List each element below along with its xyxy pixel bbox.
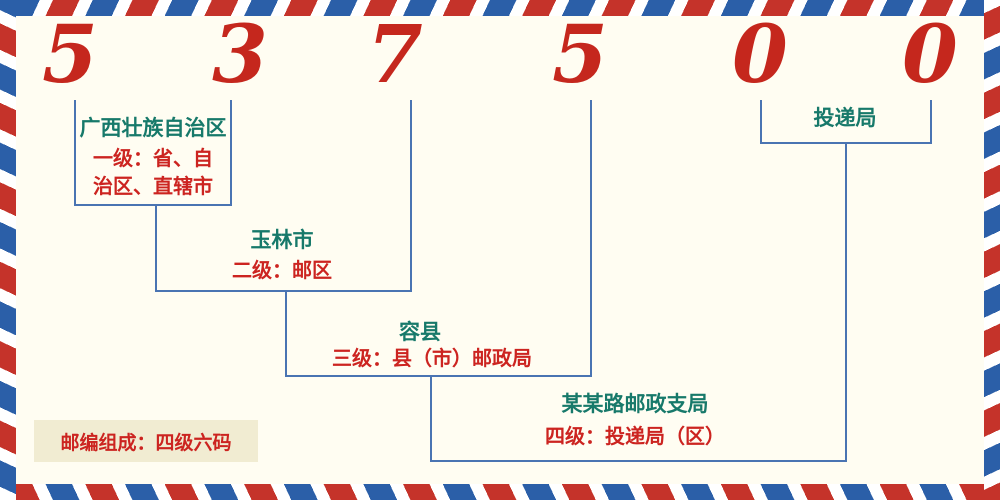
line-digit2-drop	[230, 100, 232, 206]
airmail-border-bottom	[0, 484, 1000, 500]
bracket3-bottom	[285, 375, 592, 377]
level4-desc: 四级：投递局（区）	[545, 424, 725, 448]
airmail-border-top	[0, 0, 1000, 16]
line-digit5-drop	[760, 100, 762, 144]
line-digit1-drop	[74, 100, 76, 206]
step-level1-level2	[155, 204, 157, 292]
bracket-delivery-bottom	[760, 142, 932, 144]
airmail-border-right	[984, 0, 1000, 500]
footer-note: 邮编组成：四级六码	[34, 420, 258, 462]
line-delivery-drop	[845, 142, 847, 462]
level4-region-name: 某某路邮政支局	[561, 392, 709, 416]
bracket4-bottom	[430, 460, 847, 462]
level1-desc-line1: 一级：省、自	[93, 146, 213, 170]
level3-region-name: 容县	[399, 320, 441, 344]
postal-digit-5: 0	[732, 7, 788, 101]
postal-digit-1: 5	[42, 7, 98, 101]
level1-region-name: 广西壮族自治区	[79, 116, 227, 140]
airmail-border-left	[0, 0, 16, 500]
footer-note-text: 邮编组成：四级六码	[60, 431, 232, 454]
line-digit3-drop	[410, 100, 412, 292]
level2-region-name: 玉林市	[250, 228, 314, 252]
level1-desc-line2: 治区、直辖市	[93, 174, 213, 198]
bracket1-bottom	[74, 204, 232, 206]
line-digit6-drop	[930, 100, 932, 144]
step-level2-level3	[285, 290, 287, 377]
level2-desc: 二级：邮区	[232, 258, 332, 282]
postal-digit-3: 7	[367, 7, 423, 101]
postal-digit-6: 0	[902, 7, 958, 101]
step-level3-level4	[430, 375, 432, 462]
bracket2-bottom	[155, 290, 412, 292]
line-digit4-drop	[590, 100, 592, 377]
postal-digit-2: 3	[212, 7, 268, 101]
delivery-office-label: 投递局	[813, 106, 877, 130]
postal-digit-4: 5	[552, 7, 608, 101]
level3-desc: 三级：县（市）邮政局	[332, 346, 532, 370]
